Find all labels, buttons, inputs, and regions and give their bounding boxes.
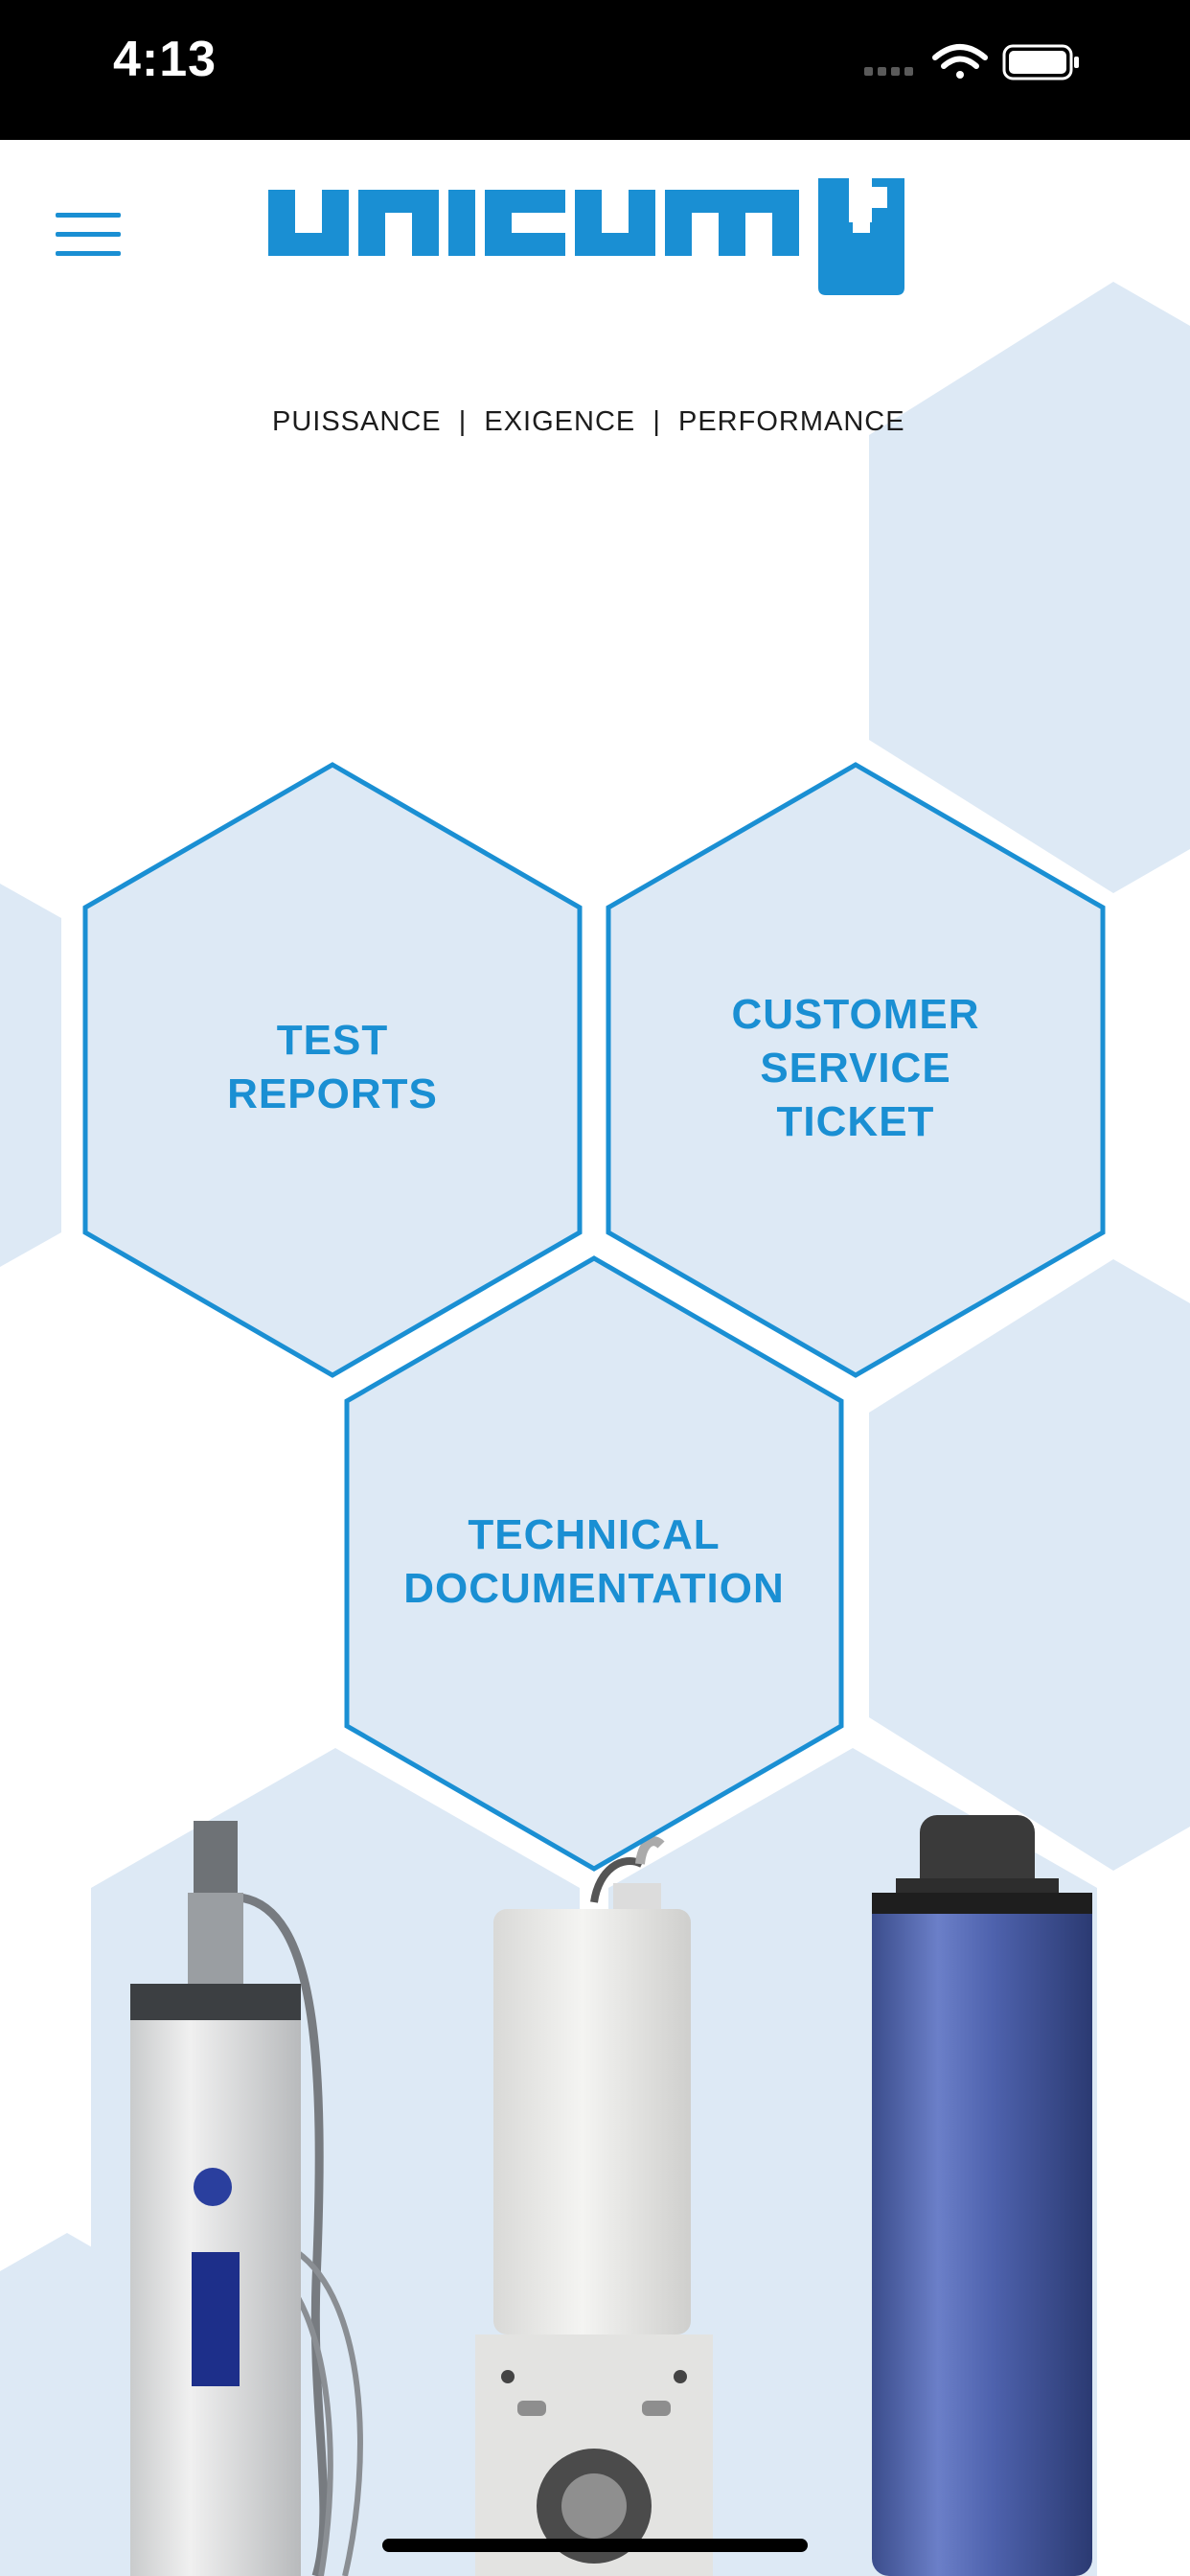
status-icons (864, 44, 1079, 80)
status-bar: 4:13 (0, 0, 1190, 140)
logo-tagline: PUISSANCE | EXIGENCE | PERFORMANCE (272, 406, 905, 437)
product-image-gear-motor (475, 1836, 713, 2576)
hex-test-reports[interactable] (82, 762, 583, 1378)
wifi-icon (932, 44, 988, 79)
hamburger-menu-icon (56, 213, 121, 218)
hamburger-menu-button[interactable] (48, 213, 128, 280)
hex-customer-service-ticket[interactable] (606, 762, 1106, 1378)
hamburger-menu-icon-bar (56, 251, 121, 256)
hex-technical-documentation[interactable] (344, 1255, 844, 1872)
home-indicator (382, 2539, 808, 2552)
unicum-wordmark (268, 178, 904, 295)
battery-full-icon (1002, 44, 1079, 80)
status-time: 4:13 (113, 32, 217, 87)
hamburger-menu-icon-bar (56, 232, 121, 237)
brand-logo: PUISSANCE | EXIGENCE | PERFORMANCE (263, 163, 933, 450)
product-image-cable-motor (130, 1821, 363, 2576)
product-image-tubular-motor (872, 1815, 1092, 2576)
cellular-signal-icon (864, 67, 913, 76)
